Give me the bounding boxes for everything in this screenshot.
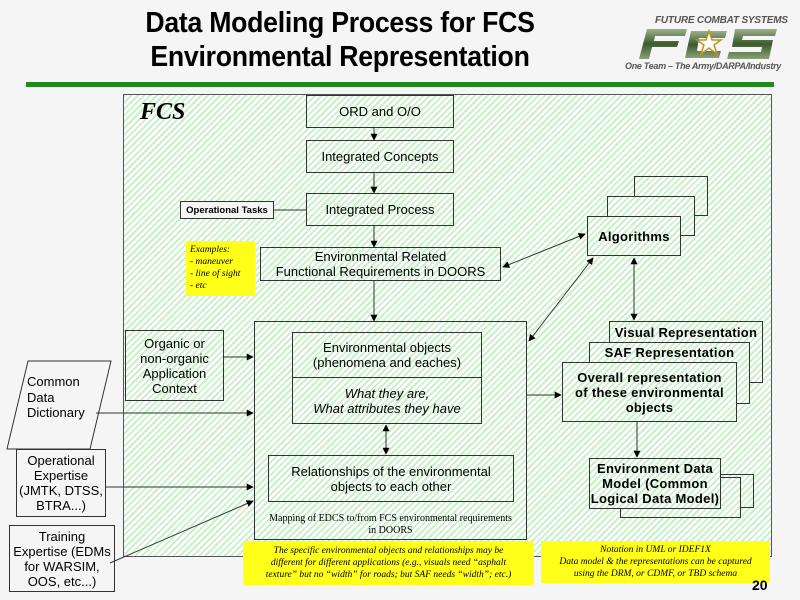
overall-rep-line: of these environmental [575,384,724,400]
requirements-line: Functional Requirements in DOORS [275,264,486,279]
overall-rep-line: objects [625,399,674,415]
context-line: Organic or [144,335,205,351]
examples-line: - etc [190,281,207,291]
integrated-concepts-box: Integrated Concepts [306,140,454,173]
common-data-dictionary: Common Data Dictionary [27,374,85,421]
context-line: Application [142,365,207,381]
examples-line: - line of sight [190,269,241,279]
operational-tasks-box: Operational Tasks [180,201,274,219]
examples-line: - maneuver [190,257,233,267]
env-objects-line: Environmental objects [323,340,451,355]
env-objects-line: (phenomena and eaches) [312,355,462,370]
env-attrs-line: What they are, [344,385,430,401]
dictionary-line: Dictionary [27,405,85,420]
training-line: OOS, etc...) [27,573,97,589]
op-expertise-line: Expertise [33,468,89,483]
op-expertise-line: (JMTK, DTSS, [19,483,103,498]
panel-label: FCS [140,99,186,125]
fcs-logo-mark-icon [639,28,777,59]
training-line: Expertise (EDMs [13,543,111,559]
environmental-objects-box: Environmental objects (phenomena and eac… [292,332,482,378]
specific-objects-line: different for different applications (e.… [270,558,507,568]
dictionary-line: Data [27,389,55,405]
overall-rep-line: Overall representation [577,369,722,385]
environment-data-model-box: Environment Data Model (Common Logical D… [589,458,721,509]
ord-box: ORD and O/O [306,95,454,128]
page-number: 20 [752,577,768,593]
notation-line: Data model & the representations can be … [559,557,752,567]
requirements-line: Environmental Related [314,249,447,264]
specific-objects-line: texture” but no “width” for roads; but S… [265,570,512,580]
training-line: for WARSIM, [24,558,100,574]
op-expertise-line: Operational [27,453,95,468]
slide-title-line-2: Environmental Representation [150,41,530,73]
requirements-box: Environmental Related Functional Require… [260,247,501,281]
context-line: non-organic [140,350,209,366]
title-divider [26,82,774,87]
context-line: Context [152,380,197,396]
examples-line: Examples: [190,245,231,255]
mapping-line: in DOORS [368,525,413,536]
specific-objects-line: The specific environmental objects and r… [273,546,504,556]
relationships-line: objects to each other [330,478,452,494]
specific-objects-note: The specific environmental objects and r… [243,541,534,585]
dictionary-line: Common [27,374,80,389]
fcs-logo: FUTURE COMBAT SYSTEMS One Team – The Arm… [625,15,788,75]
operational-expertise-box: Operational Expertise (JMTK, DTSS, BTRA.… [16,449,106,517]
slide-title-line-1: Data Modeling Process for FCS [145,7,535,39]
logo-top-text: FUTURE COMBAT SYSTEMS [655,15,788,26]
environmental-attributes-box: What they are, What attributes they have [292,377,482,424]
application-context-box: Organic or non-organic Application Conte… [125,330,224,401]
notation-note: Notation in UML or IDEF1X Data model & t… [541,541,770,583]
integrated-process-box: Integrated Process [306,193,454,226]
relationships-line: Relationships of the environmental [291,463,491,479]
logo-tagline: One Team – The Army/DARPA/Industry [625,61,782,71]
examples-note: Examples: - maneuver - line of sight - e… [186,241,255,296]
data-model-line: Model (Common [602,476,708,491]
notation-line: Notation in UML or IDEF1X [600,545,711,555]
algorithms-box: Algorithms [587,216,681,256]
notation-line: using the DRM, or CDMF, or TBD schema [573,569,738,579]
training-line: Training [38,528,86,544]
overall-representation-box: Overall representation of these environm… [562,362,737,422]
data-model-line: Environment Data [596,461,714,476]
op-expertise-line: BTRA...) [36,498,86,513]
data-model-line: Logical Data Model) [590,491,720,506]
mapping-line: Mapping of EDCS to/from FCS environmenta… [269,513,512,524]
mapping-note: Mapping of EDCS to/from FCS environmenta… [254,513,527,537]
relationships-box: Relationships of the environmental objec… [268,455,514,502]
slide-title: Data Modeling Process for FCS Environmen… [82,6,597,74]
training-expertise-box: Training Expertise (EDMs for WARSIM, OOS… [9,525,115,592]
env-attrs-line: What attributes they have [313,400,461,416]
